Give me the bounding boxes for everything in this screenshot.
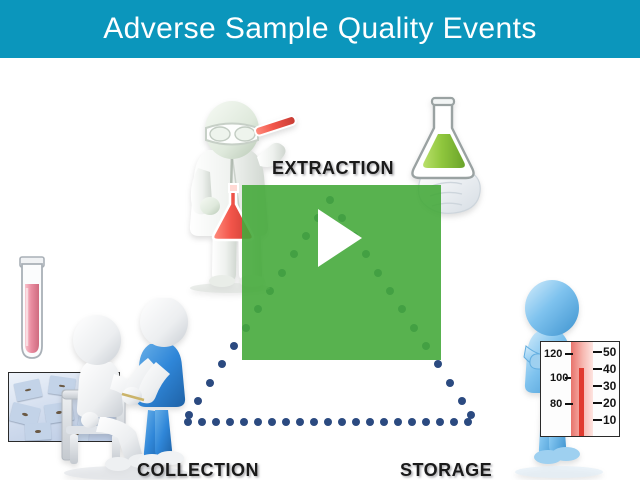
thermo-c-tick-10: 10 <box>603 413 617 427</box>
page-title: Adverse Sample Quality Events <box>103 12 537 45</box>
needle-icon <box>121 392 145 402</box>
play-triangle-icon[interactable] <box>318 209 362 267</box>
slide-body: 120 100 80 50 40 30 20 10 Extraction Col… <box>0 58 640 480</box>
node-label-storage: Storage <box>400 454 493 480</box>
green-conical-flask-icon <box>411 96 475 180</box>
thermo-f-tick-80: 80 <box>550 398 563 410</box>
thermo-f-tick-100: 100 <box>550 372 569 384</box>
thermo-c-tick-40: 40 <box>603 362 617 376</box>
thermo-f-tick-120: 120 <box>544 348 563 360</box>
blood-collection-scene-illustration <box>61 298 188 480</box>
slide-header-bar: Adverse Sample Quality Events <box>0 0 640 58</box>
node-label-extraction: Extraction <box>272 152 394 180</box>
node-label-collection: Collection <box>137 454 259 480</box>
nurse-figure <box>121 298 188 468</box>
thermo-c-tick-30: 30 <box>603 379 617 393</box>
thermo-c-tick-50: 50 <box>603 345 617 359</box>
pipette-icon <box>254 115 297 137</box>
patient-figure <box>73 315 156 471</box>
blood-test-tube-icon <box>19 256 45 359</box>
thermo-c-tick-20: 20 <box>603 396 617 410</box>
thermometer-photo: 120 100 80 50 40 30 20 10 <box>540 341 620 437</box>
